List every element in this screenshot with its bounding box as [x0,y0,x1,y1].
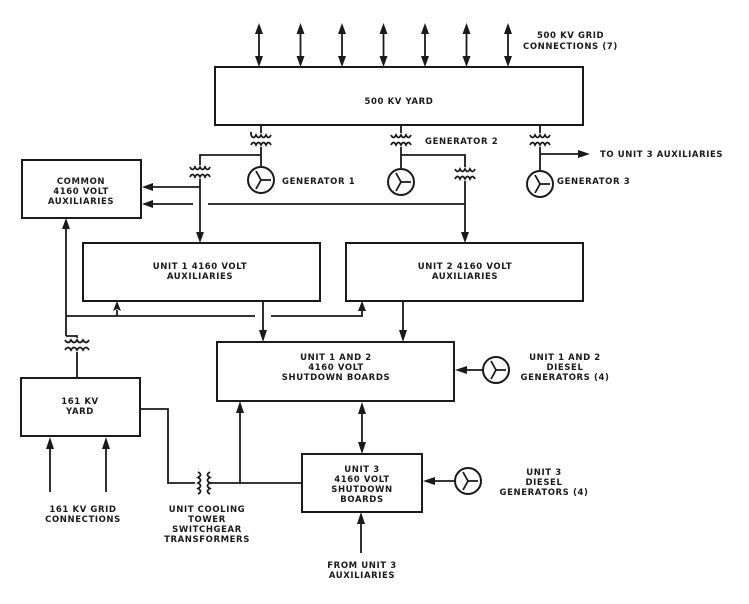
grid-500kv-connection-arrow [462,23,471,67]
yard-161kv-transformer-icon [64,338,90,352]
yard-500kv-label: 500 KV YARD [365,97,434,107]
arrow-down-icon [379,56,388,67]
transformer-icon [250,132,272,148]
to-unit3-aux-label: TO UNIT 3 AUXILIARIES [600,150,723,160]
arrow-up-icon [421,23,429,34]
arrow-left-icon [142,200,153,208]
generator-3-label: GENERATOR 3 [557,177,630,187]
cooling-tower-line2: TOWER [188,515,226,525]
arrow-down-icon [255,56,263,67]
generator-3-icon [526,170,554,198]
arrow-down-icon [399,330,407,342]
generator-1-label: GENERATOR 1 [282,177,355,187]
arrow-up-icon [102,437,110,449]
transformer-icon [529,132,551,148]
yard-500kv-box [214,66,584,126]
generator-2-label: GENERATOR 2 [425,137,498,147]
cooling-tower-line3: SWITCHGEAR [172,525,242,535]
arrow-up-icon [46,437,54,449]
unit3-shutdown-line1: UNIT 3 [344,465,379,475]
arrow-down-icon [296,56,305,67]
from-unit3-aux-line2: AUXILIARIES [329,571,395,581]
arrow-up-icon [358,301,366,311]
cooling-tower-transformer-icon [196,471,212,495]
arrow-down-icon [461,232,469,243]
unit3-diesel-generator-icon [454,467,482,495]
grid-500kv-connection-arrow [255,23,263,67]
yard-161kv-line2: YARD [65,407,94,417]
generator-2-icon [387,168,415,196]
grid-500kv-connection-arrow [504,23,512,67]
unit1-aux-line2: AUXILIARIES [167,272,233,282]
arrow-left-icon [423,477,435,485]
grid-161kv-line1: 161 KV GRID [49,505,116,515]
grid-500kv-connection-arrow [296,23,305,67]
unit12-diesel-line3: GENERATORS (4) [521,373,610,383]
arrow-up-icon [338,23,346,34]
unit3-shutdown-line4: BOARDS [340,495,383,505]
arrow-right-icon [578,150,590,158]
common-aux-box [21,159,142,219]
arrow-up-icon [296,23,305,34]
arrow-up-icon [236,401,244,413]
arrow-left-icon [142,183,153,191]
arrow-down-icon [421,56,429,67]
grid-500kv-connection-arrow [421,23,429,67]
unit2-aux-box [345,242,584,302]
grid-500kv-label-line1: 500 KV GRID [537,31,604,41]
unit12-diesel-line1: UNIT 1 AND 2 [529,353,601,363]
unit12-shutdown-line1: UNIT 1 AND 2 [300,353,372,363]
grid-500kv-connection-arrow [379,23,388,67]
unit2-aux-line1: UNIT 2 4160 VOLT [418,262,513,272]
arrow-up-icon [113,301,121,311]
generator-1-icon [247,166,275,194]
transformer-icon [390,132,412,148]
generator-1-group: GENERATOR 1 [247,125,355,194]
yard-161kv-box [20,377,141,437]
arrow-left-icon [455,366,467,374]
unit3-diesel-line3: GENERATORS (4) [500,488,589,498]
common-aux-line2: 4160 VOLT [53,187,108,197]
unit12-shutdown-line3: SHUTDOWN BOARDS [282,373,390,383]
unit12-diesel-generator-icon [482,356,510,384]
unit2-aux-line2: AUXILIARIES [432,272,498,282]
unit12-shutdown-box [216,341,455,402]
arrow-down-icon [338,56,346,67]
from-unit3-aux-line1: FROM UNIT 3 [327,561,396,571]
common-aux-line1: COMMON [57,177,105,187]
arrow-up-icon [379,23,388,34]
unit12-shutdown-line2: 4160 VOLT [308,363,363,373]
arrow-up-icon [358,402,366,414]
unit12-diesel-line2: DIESEL [547,363,584,373]
unit3-diesel-line1: UNIT 3 [526,468,561,478]
yard-161kv-line1: 161 KV [61,397,98,407]
cooling-tower-line4: TRANSFORMERS [164,535,250,545]
arrow-down-icon [196,232,204,243]
unit3-shutdown-box [301,453,423,513]
arrow-up-icon [462,23,471,34]
generator-3-group: GENERATOR 3 TO UNIT 3 AUXILIARIES [526,125,723,198]
unit1-station-transformer-icon [189,164,211,180]
unit3-shutdown-line2: 4160 VOLT [334,475,389,485]
arrow-down-icon [259,330,267,342]
arrow-down-icon [462,56,471,67]
unit1-aux-box [82,242,321,302]
arrow-down-icon [504,56,512,67]
arrow-down-icon [358,442,366,454]
grid-500kv-connection-arrow [338,23,346,67]
unit3-diesel-line2: DIESEL [526,478,563,488]
unit1-aux-line1: UNIT 1 4160 VOLT [153,262,248,272]
cooling-tower-line1: UNIT COOLING [169,505,246,515]
grid-500kv-label-line2: CONNECTIONS (7) [523,42,618,52]
grid-161kv-line2: CONNECTIONS [45,515,121,525]
unit3-shutdown-line3: SHUTDOWN [331,485,393,495]
generator-2-group: GENERATOR 2 [387,125,498,196]
unit2-station-transformer-icon [454,166,476,182]
common-aux-line3: AUXILIARIES [48,197,114,207]
grid-500kv-connection-arrows [255,23,512,67]
arrow-up-icon [504,23,512,34]
arrow-up-icon [255,23,263,34]
arrow-up-icon [62,218,70,229]
arrow-up-icon [357,512,365,524]
